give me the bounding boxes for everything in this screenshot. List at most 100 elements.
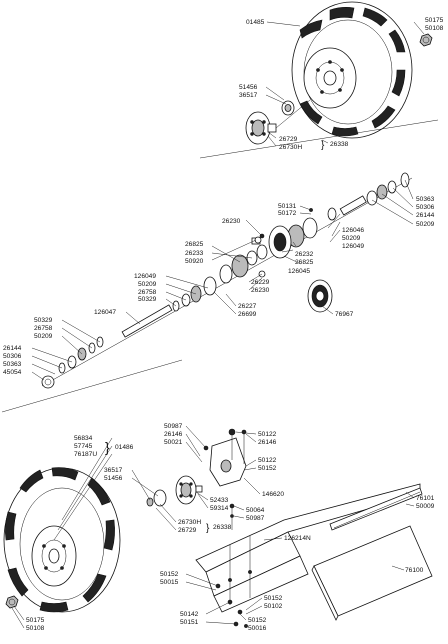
label-52433: 52433 [210,497,229,504]
bolts-50064 [229,503,235,530]
label-45054: 45054 [3,369,22,376]
frame-126214N [195,483,421,613]
label-50142: 50142 [180,611,199,618]
label-26338-b: 26338 [213,524,232,531]
label-26729-b: 26729 [178,527,197,534]
label-26144-ll: 26144 [3,345,22,352]
label-50122-b: 50122 [258,457,277,464]
label-50108-b: 50108 [26,625,45,632]
label-50122-a: 50122 [258,431,277,438]
label-56834: 56834 [74,435,93,442]
panel-76100 [311,525,433,621]
label-50363-ll: 50363 [3,361,22,368]
label-50064: 50064 [246,507,265,514]
label-50172: 50172 [278,210,297,217]
label-50209-l: 50209 [138,281,157,288]
bottom-wheel-assembly [3,425,433,629]
section-divider-top [199,119,439,159]
gear-76967 [307,279,333,313]
label-26230-b: 26230 [251,287,270,294]
label-126049-l: 126049 [134,273,156,280]
brace-26338-top: } [321,140,325,151]
brace-01486: } [105,439,110,455]
label-76967: 76967 [335,311,354,318]
top-hub [245,99,311,145]
label-50152-a: 50152 [258,465,277,472]
label-50175-b: 50175 [26,617,45,624]
label-57745: 57745 [74,443,93,450]
label-50920: 50920 [185,258,204,265]
label-76187U: 76187U [74,451,97,458]
label-50108-top: 50108 [425,25,444,32]
label-26227: 26227 [238,303,257,310]
label-50209-ll: 50209 [34,333,53,340]
label-50209-r1: 50209 [416,221,435,228]
label-26229: 26229 [251,279,270,286]
label-146620: 146620 [262,491,284,498]
label-26144-r: 26144 [416,212,435,219]
rail-76101 [329,487,423,531]
brace-26338-b: } [206,523,210,534]
label-36517-top: 36517 [239,92,258,99]
top-wheel-assembly [199,1,439,159]
label-01486: 01486 [115,444,134,451]
label-50015: 50015 [160,579,179,586]
top-bearing [281,100,295,116]
label-26230-a: 26230 [222,218,241,225]
label-50152-c: 50152 [264,595,283,602]
bracket-146620 [203,428,247,487]
label-50306-ll: 50306 [3,353,22,360]
label-50151: 50151 [180,619,199,626]
label-26730H-top: 26730H [279,144,302,151]
axle-left-end [41,336,104,389]
label-76101: 76101 [416,495,435,502]
label-126047: 126047 [94,309,116,316]
label-50987-b: 50987 [246,515,265,522]
label-126214N: 126214N [284,535,311,542]
label-26758-l: 26758 [138,289,157,296]
axle-right-end [327,172,410,221]
top-tire [291,1,413,139]
bottom-lug-nut [5,595,19,609]
label-50306-r: 50306 [416,204,435,211]
section-divider-middle [1,359,183,413]
label-50175-top: 50175 [425,17,444,24]
label-26338-top: 26338 [330,141,349,148]
label-26729-top: 26729 [279,136,298,143]
label-50131: 50131 [278,203,297,210]
label-36517-b: 36517 [104,467,123,474]
label-26146-l: 26146 [164,431,183,438]
bottom-hub [146,475,203,507]
label-50329-l: 50329 [138,296,157,303]
label-26730H-b: 26730H [178,519,201,526]
label-26758-ll: 26758 [34,325,53,332]
bottom-tire [3,467,121,613]
label-26699: 26699 [238,311,257,318]
label-126046: 126046 [342,227,364,234]
label-50102: 50102 [264,603,283,610]
label-26825-l: 26825 [185,241,204,248]
label-50329-ll: 50329 [34,317,53,324]
axle-middle-left [121,276,217,338]
label-50009: 50009 [416,503,435,510]
label-01485: 01485 [246,19,265,26]
label-59314: 59314 [210,505,229,512]
label-76100: 76100 [405,567,424,574]
axle-gear-cluster [219,217,318,284]
top-lug-nut [419,33,433,47]
label-26232: 26232 [295,251,314,258]
label-26146-r: 26146 [258,439,277,446]
label-50152-b: 50152 [160,571,179,578]
label-26825-r: 26825 [295,259,314,266]
label-51456-b: 51456 [104,475,123,482]
label-50021: 50021 [164,439,183,446]
axle-assembly [1,172,414,413]
label-50152-d: 50152 [248,617,267,624]
label-126045: 126045 [288,268,310,275]
label-51456-top: 51456 [239,84,258,91]
label-50209-r2: 50209 [342,235,361,242]
label-126049-r: 126049 [342,243,364,250]
label-26233: 26233 [185,250,204,257]
label-50363-r: 50363 [416,196,435,203]
